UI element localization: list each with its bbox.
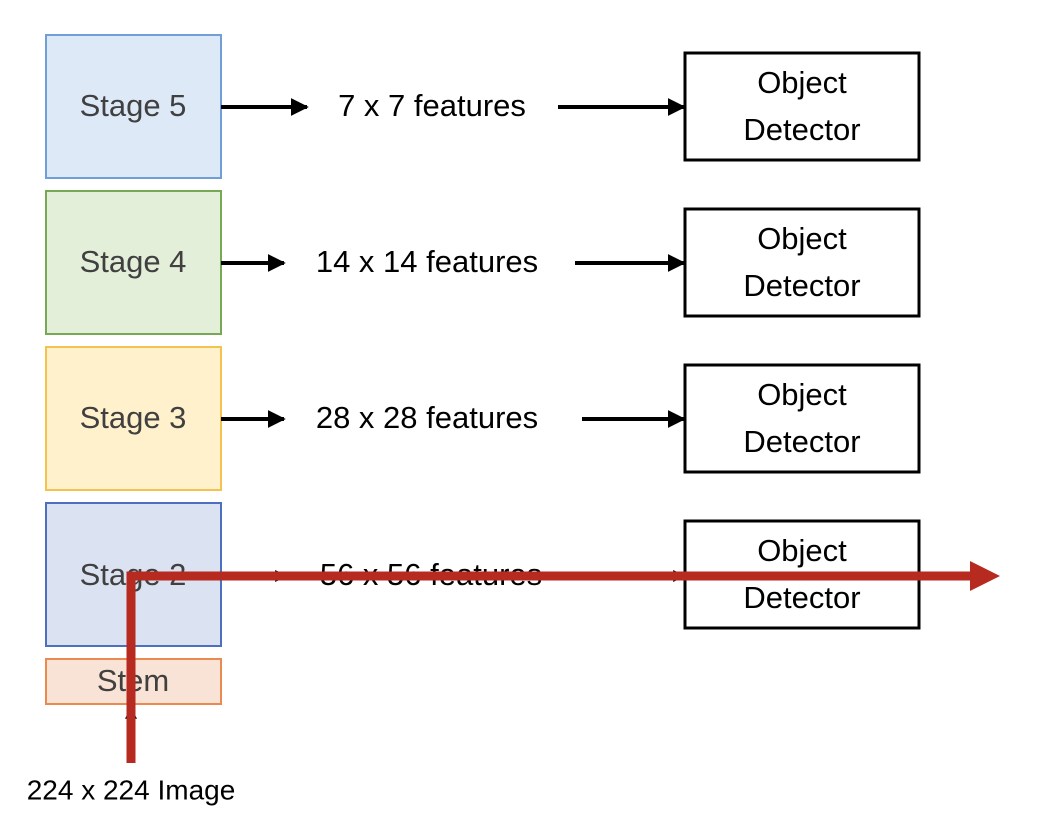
stage-5-box	[45, 34, 222, 179]
object-detector-box-3	[683, 363, 921, 474]
object-detector-label-2b: Detector	[743, 268, 860, 303]
object-detector-label-3b: Detector	[743, 424, 860, 459]
highlight-path	[126, 561, 1000, 763]
object-detector-label-4b: Detector	[743, 580, 860, 615]
stage-4-row: Stage 4 14 x 14 features Object Detector	[45, 190, 921, 335]
input-image-label: 224 x 224 Image	[27, 774, 236, 805]
feature-label-14x14: 14 x 14 features	[316, 244, 538, 279]
stage-4-label: Stage 4	[80, 244, 187, 279]
feature-label-7x7: 7 x 7 features	[338, 88, 526, 123]
object-detector-label-3: Object	[757, 377, 847, 412]
stage-4-box	[45, 190, 222, 335]
object-detector-label-1: Object	[757, 65, 847, 100]
stage-5-label: Stage 5	[80, 88, 187, 123]
object-detector-box-2	[683, 207, 921, 318]
object-detector-label-2: Object	[757, 221, 847, 256]
stage-3-label: Stage 3	[80, 400, 187, 435]
stage-3-box	[45, 346, 222, 491]
feature-label-28x28: 28 x 28 features	[316, 400, 538, 435]
object-detector-label-1b: Detector	[743, 112, 860, 147]
stage-3-row: Stage 3 28 x 28 features Object Detector	[45, 346, 921, 491]
stage-5-row: Stage 5 7 x 7 features Object Detector	[45, 34, 921, 179]
object-detector-label-4: Object	[757, 533, 847, 568]
object-detector-box-1	[683, 51, 921, 162]
